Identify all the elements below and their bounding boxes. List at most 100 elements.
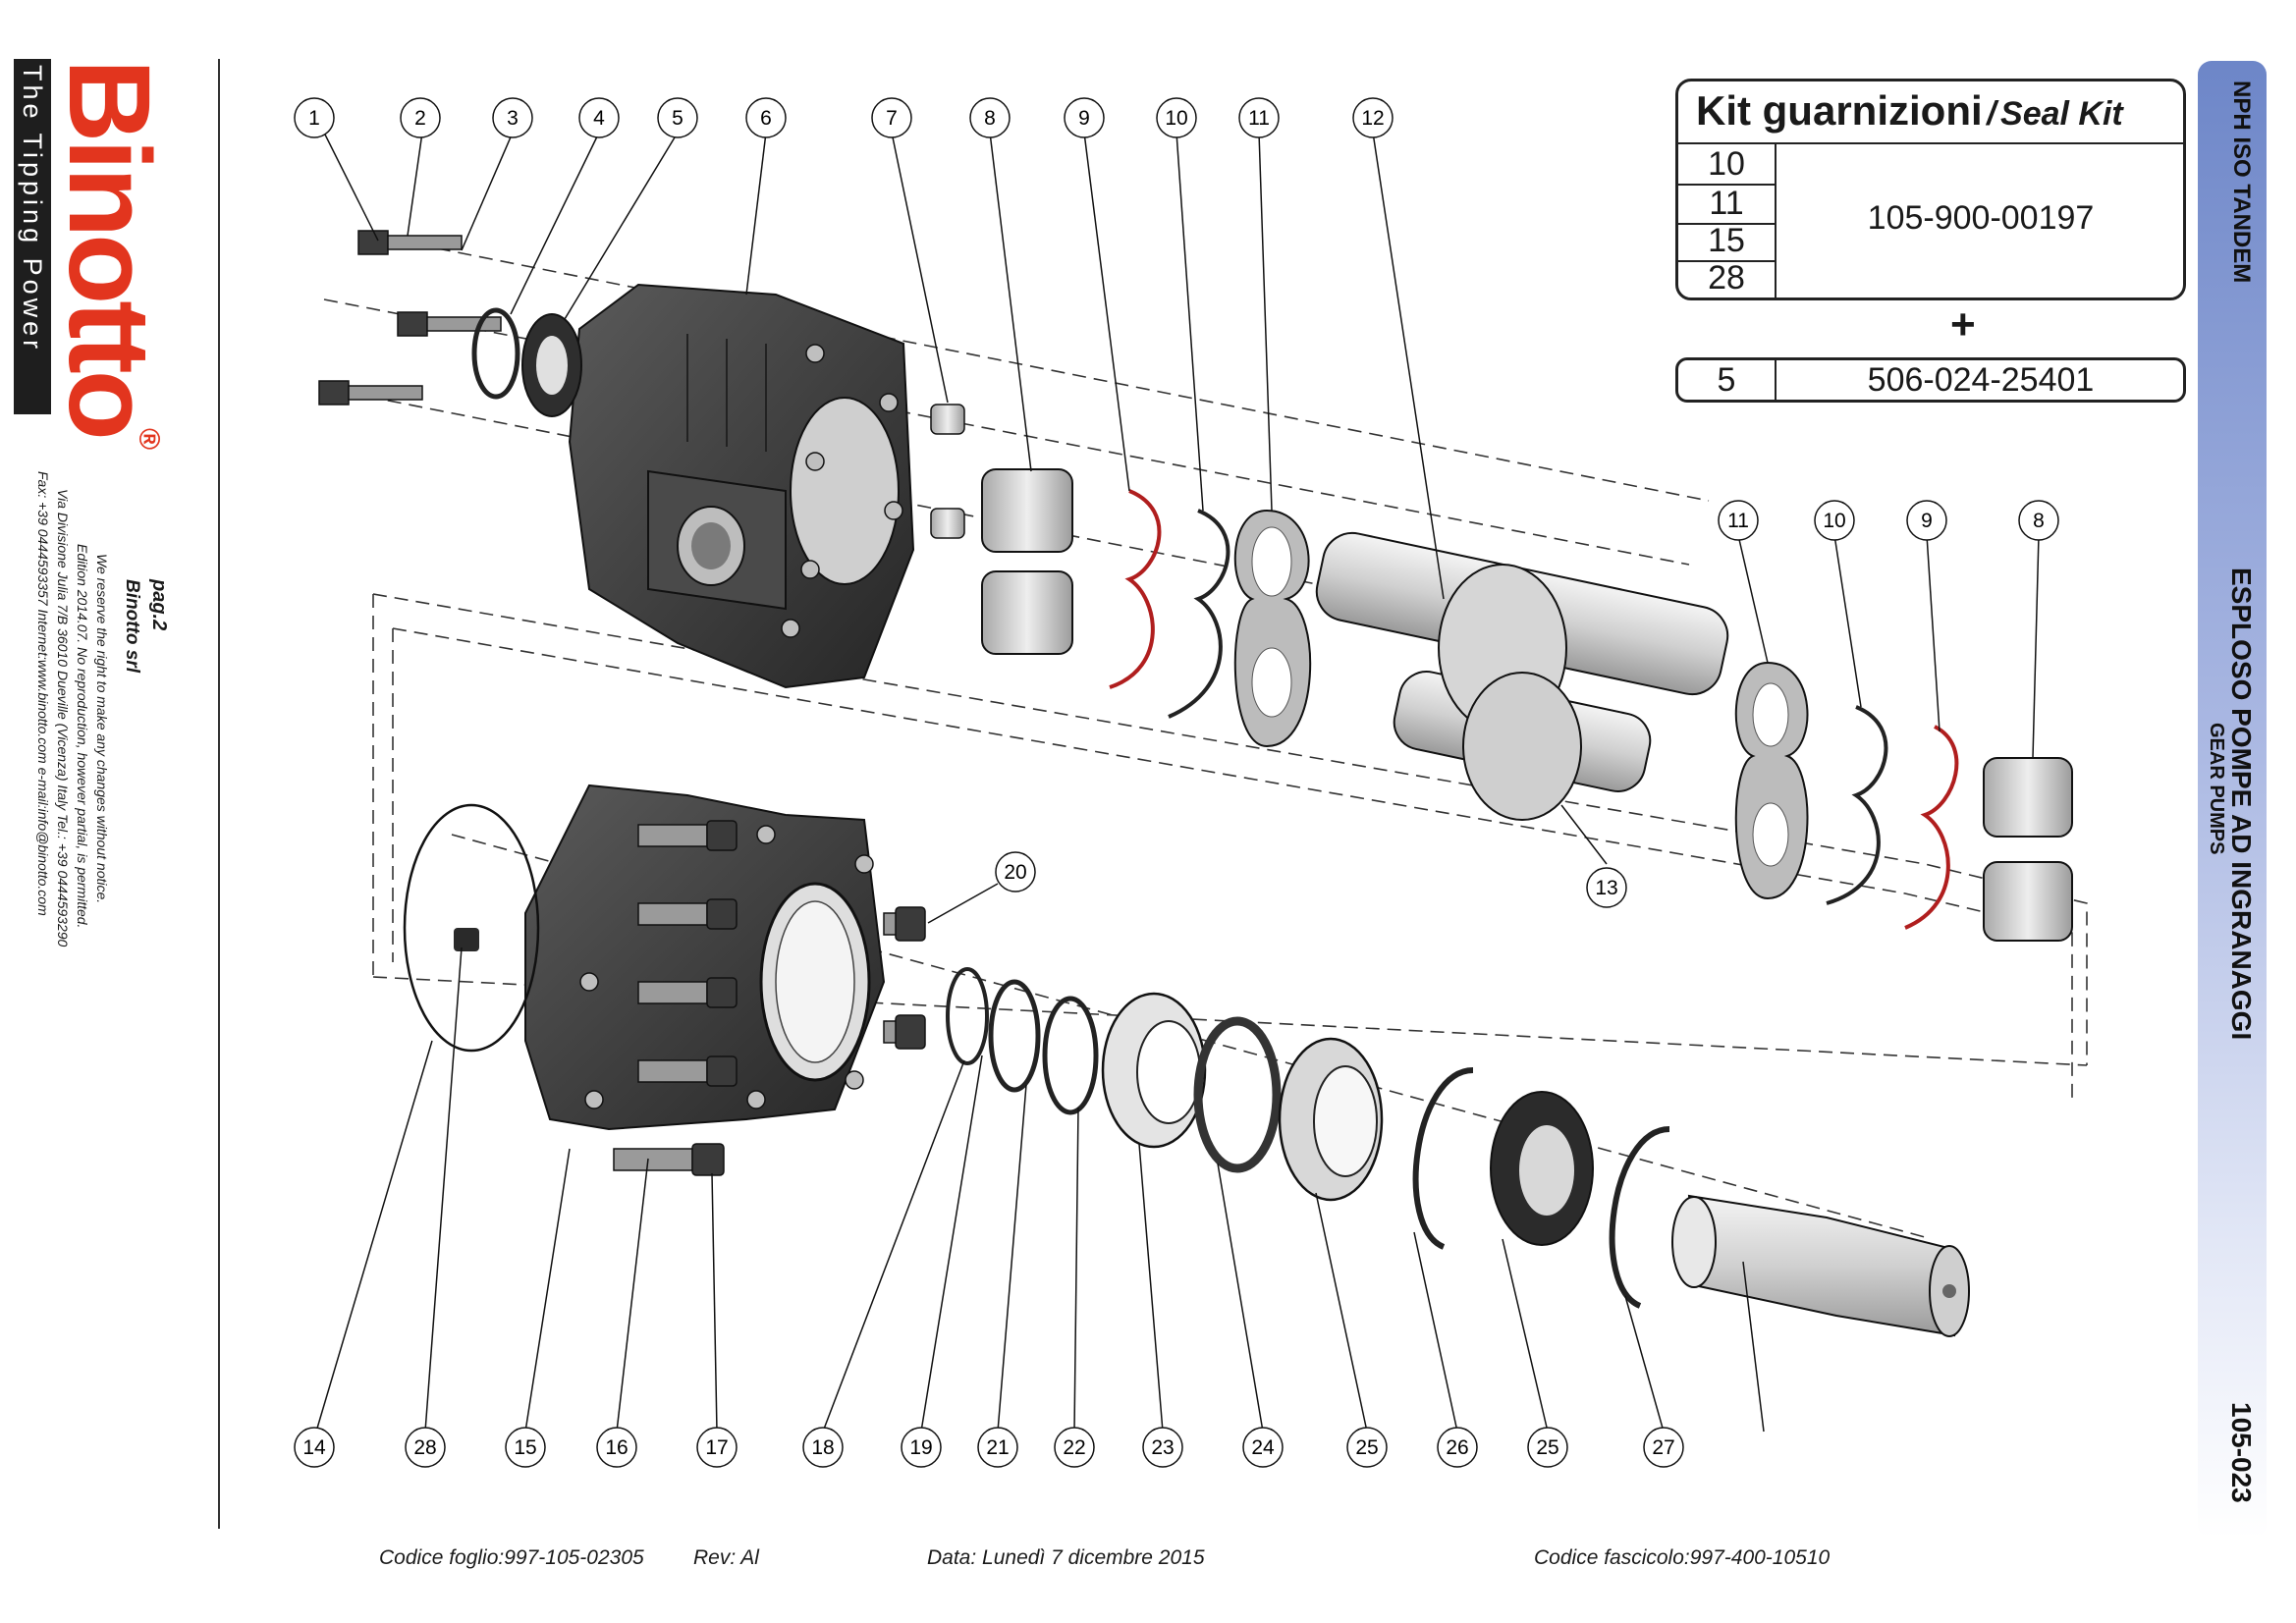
- callout-circle: [1814, 500, 1855, 541]
- callout-number: 20: [1004, 861, 1026, 884]
- callout-number: 1: [308, 107, 320, 130]
- callout-number: 16: [605, 1436, 628, 1459]
- side-band: [2198, 61, 2267, 1539]
- callout-4: 4: [578, 97, 620, 138]
- callout-number: 26: [1446, 1436, 1468, 1459]
- revision: Rev: Al: [693, 1546, 759, 1569]
- column-divider: [218, 59, 220, 1529]
- callout-circle: [901, 1427, 942, 1468]
- oring-and-plug: [403, 803, 540, 1053]
- callout-circle: [657, 97, 698, 138]
- callout-number: 27: [1652, 1436, 1674, 1459]
- callout-number: 10: [1165, 107, 1187, 130]
- callout-number: 4: [593, 107, 605, 130]
- seal-kit-code: 105-900-00197: [1867, 199, 2095, 237]
- callout-10: 10: [1814, 500, 1855, 541]
- callout-6: 6: [745, 97, 787, 138]
- callout-25: 25: [1527, 1427, 1568, 1468]
- wear-plate-right: [1734, 661, 1809, 900]
- seal-kit-title-english: Seal Kit: [2000, 95, 2123, 133]
- callout-circle: [1527, 1427, 1568, 1468]
- callout-circle: [1586, 867, 1627, 908]
- table-rule: [1678, 260, 1775, 262]
- callout-number: 15: [514, 1436, 536, 1459]
- callout-25: 25: [1346, 1427, 1388, 1468]
- table-rule: [1775, 360, 1777, 400]
- sheet-code: Codice foglio:997-105-02305: [379, 1546, 644, 1569]
- callout-circle: [1054, 1427, 1095, 1468]
- callout-23: 23: [1142, 1427, 1183, 1468]
- callout-8: 8: [2018, 500, 2059, 541]
- callout-circle: [596, 1427, 637, 1468]
- callout-9: 9: [1906, 500, 1947, 541]
- callout-circle: [400, 97, 441, 138]
- callout-number: 6: [760, 107, 772, 130]
- callout-1: 1: [294, 97, 335, 138]
- callout-number: 17: [705, 1436, 728, 1459]
- callout-number: 9: [1921, 510, 1933, 532]
- seal-kit-title: Kit guarnizioni / Seal Kit: [1696, 87, 2123, 135]
- callout-28: 28: [405, 1427, 446, 1468]
- callout-circle: [1906, 500, 1947, 541]
- callout-7: 7: [871, 97, 912, 138]
- callout-circle: [969, 97, 1011, 138]
- table-rule: [1678, 223, 1775, 225]
- callout-number: 11: [1727, 510, 1749, 532]
- callout-number: 8: [2033, 510, 2045, 532]
- callout-number: 13: [1595, 877, 1617, 899]
- callout-circle: [1718, 500, 1759, 541]
- snap-ring-and-seal: [471, 307, 582, 417]
- callout-number: 5: [672, 107, 683, 130]
- callout-circle: [1142, 1427, 1183, 1468]
- callout-number: 11: [1248, 107, 1270, 130]
- callout-number: 7: [886, 107, 898, 130]
- callout-number: 24: [1251, 1436, 1275, 1459]
- cap-screws: [613, 820, 926, 1176]
- drive-shaft: [1671, 1194, 1970, 1337]
- callout-circle: [505, 1427, 546, 1468]
- callout-number: 9: [1078, 107, 1090, 130]
- callout-circle: [294, 1427, 335, 1468]
- callout-16: 16: [596, 1427, 637, 1468]
- callout-number: 12: [1361, 107, 1384, 130]
- callout-number: 28: [413, 1436, 436, 1459]
- callout-circle: [977, 1427, 1018, 1468]
- pump-body-upper: [568, 283, 915, 689]
- extra-part-row: 5 506-024-25401: [1675, 357, 2186, 403]
- callout-number: 8: [984, 107, 996, 130]
- extra-part-code: 506-024-25401: [1867, 361, 2095, 399]
- callout-circle: [1346, 1427, 1388, 1468]
- callout-24: 24: [1242, 1427, 1284, 1468]
- callout-circle: [802, 1427, 844, 1468]
- callout-circle: [1242, 1427, 1284, 1468]
- callout-15: 15: [505, 1427, 546, 1468]
- callout-circle: [1643, 1427, 1684, 1468]
- plus-sign: +: [1950, 300, 1976, 349]
- seal-kit-item: 15: [1708, 222, 1745, 259]
- callout-circle: [1352, 97, 1394, 138]
- table-rule: [1775, 142, 1777, 298]
- callout-number: 2: [414, 107, 426, 130]
- booklet-code: Codice fascicolo:997-400-10510: [1534, 1546, 1831, 1569]
- callout-21: 21: [977, 1427, 1018, 1468]
- callout-18: 18: [802, 1427, 844, 1468]
- callout-circle: [1238, 97, 1280, 138]
- seal-kit-table: Kit guarnizioni / Seal Kit 10 11 15 28 1…: [1675, 79, 2186, 300]
- seal-kit-item: 10: [1708, 145, 1745, 183]
- callout-12: 12: [1352, 97, 1394, 138]
- callout-circle: [745, 97, 787, 138]
- callout-number: 22: [1063, 1436, 1085, 1459]
- callout-11: 11: [1238, 97, 1280, 138]
- bolts-upper: [318, 230, 502, 406]
- shaft-rings-and-bearings: [946, 967, 1670, 1309]
- bushings-right: [1983, 757, 2073, 942]
- callout-circle: [578, 97, 620, 138]
- seal-rings-right: [1826, 705, 1959, 930]
- date: Data: Lunedì 7 dicembre 2015: [927, 1546, 1205, 1569]
- callout-number: 21: [986, 1436, 1009, 1459]
- callout-circle: [1437, 1427, 1478, 1468]
- callout-number: 10: [1823, 510, 1845, 532]
- dowel-pins: [930, 404, 965, 539]
